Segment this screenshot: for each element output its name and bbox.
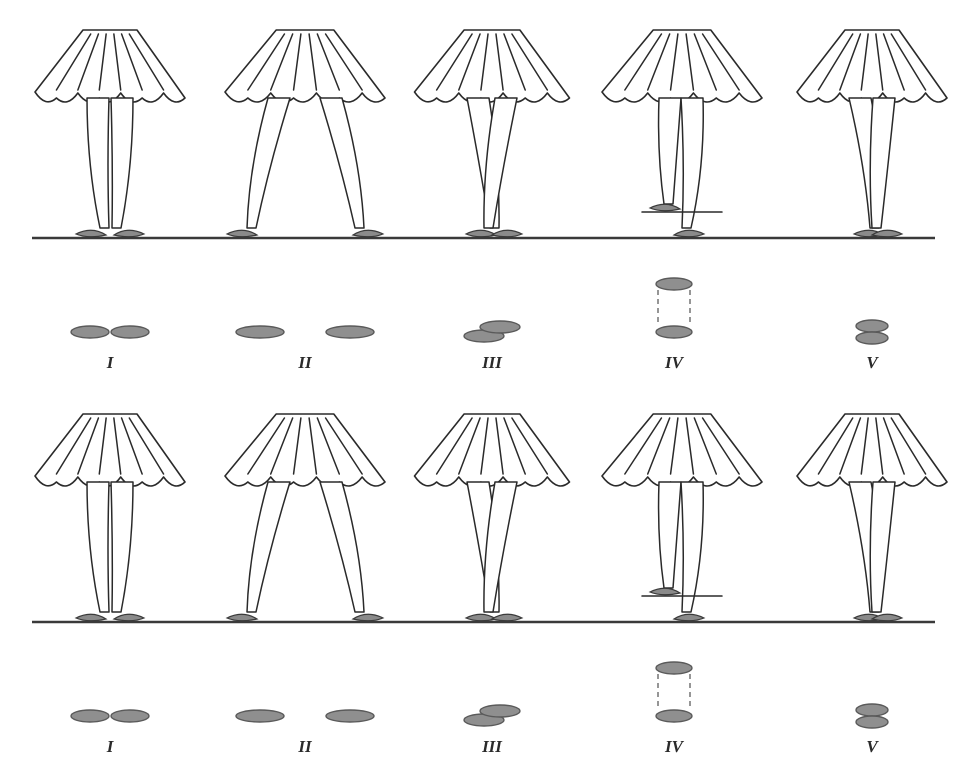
ballet-shoe (76, 614, 106, 621)
leg (659, 98, 681, 204)
ballet-shoe (227, 230, 257, 237)
skirt (415, 414, 570, 486)
footprints-position-fourth (656, 662, 692, 722)
figure-position-fifth (797, 414, 947, 621)
footprint (656, 278, 692, 290)
figure-position-fifth (797, 30, 947, 237)
skirt (797, 30, 947, 102)
footprint (656, 710, 692, 722)
footprint (856, 332, 888, 344)
footprint (236, 326, 284, 338)
footprints-position-first (71, 326, 149, 338)
position-label-fourth: IV (664, 353, 685, 372)
position-label-third: III (481, 737, 503, 756)
leg (111, 482, 133, 612)
figure-position-fourth (602, 414, 762, 621)
ballet-shoe (492, 230, 522, 237)
figure-position-first (35, 30, 185, 237)
leg (681, 98, 703, 228)
leg (247, 98, 290, 228)
skirt (35, 414, 185, 486)
footprints-position-first (71, 710, 149, 722)
footprint (111, 326, 149, 338)
figure-position-first (35, 414, 185, 621)
footprint (480, 705, 520, 717)
position-label-third: III (481, 353, 503, 372)
ballet-shoe (466, 230, 496, 237)
figure-position-second (225, 30, 385, 237)
ballet-shoe (650, 588, 680, 595)
leg (870, 482, 895, 612)
footprints-position-third (464, 321, 520, 342)
footprints-position-second (236, 710, 374, 722)
figure-position-fourth (602, 30, 762, 237)
leg (870, 98, 895, 228)
position-label-second: II (297, 353, 313, 372)
footprint (326, 710, 374, 722)
leg (111, 98, 133, 228)
figure-position-second (225, 414, 385, 621)
footprint (856, 716, 888, 728)
footprint (480, 321, 520, 333)
footprint (71, 710, 109, 722)
figure-position-third (415, 30, 570, 237)
leg (320, 98, 364, 228)
footprints-position-fifth (856, 704, 888, 728)
skirt (415, 30, 570, 102)
leg (87, 98, 109, 228)
ballet-shoe (674, 230, 704, 237)
ballet-shoe (650, 204, 680, 211)
footprint (656, 326, 692, 338)
position-label-second: II (297, 737, 313, 756)
ballet-shoe (674, 614, 704, 621)
footprints-position-fifth (856, 320, 888, 344)
ballet-shoe (76, 230, 106, 237)
footprints-position-fourth (656, 278, 692, 338)
leg (247, 482, 290, 612)
skirt (35, 30, 185, 102)
ballet-shoe (492, 614, 522, 621)
position-label-fifth: V (866, 353, 879, 372)
leg (320, 482, 364, 612)
footprints-position-second (236, 326, 374, 338)
skirt (225, 30, 385, 102)
ballet-shoe (114, 614, 144, 621)
footprint (326, 326, 374, 338)
skirt (602, 30, 762, 102)
ballet-shoe (466, 614, 496, 621)
position-label-fourth: IV (664, 737, 685, 756)
ballet-shoe (353, 614, 383, 621)
position-label-first: I (106, 737, 115, 756)
footprint (71, 326, 109, 338)
skirt (797, 414, 947, 486)
leg (87, 482, 109, 612)
leg (659, 482, 681, 588)
ballet-shoe (353, 230, 383, 237)
footprints-position-third (464, 705, 520, 726)
footprint (656, 662, 692, 674)
ballet-shoe (114, 230, 144, 237)
footprint (236, 710, 284, 722)
skirt (225, 414, 385, 486)
leg (681, 482, 703, 612)
ballet-shoe (227, 614, 257, 621)
skirt (602, 414, 762, 486)
footprint (856, 704, 888, 716)
position-label-first: I (106, 353, 115, 372)
footprint (856, 320, 888, 332)
footprint (111, 710, 149, 722)
position-label-fifth: V (866, 737, 879, 756)
figure-position-third (415, 414, 570, 621)
